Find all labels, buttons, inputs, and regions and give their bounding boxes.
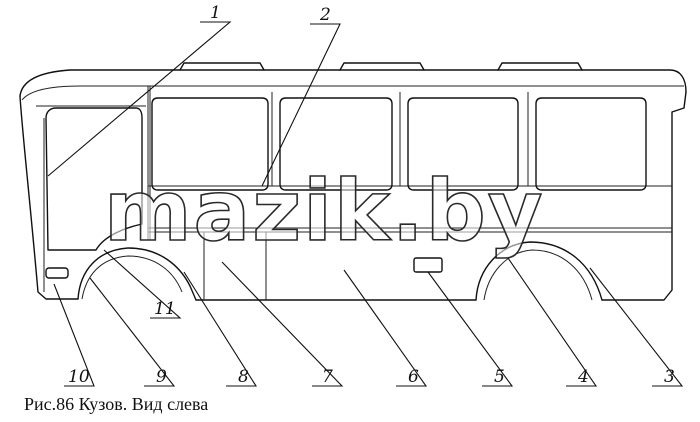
callout-2: 2 [319,5,331,25]
callout-4: 4 [577,367,589,387]
callout-1: 1 [210,3,221,23]
callout-8: 8 [238,367,249,387]
side-windows [151,92,647,191]
callout-6: 6 [408,367,419,387]
figure-caption: Рис.86 Кузов. Вид слева [24,394,209,414]
callout-3: 3 [664,367,675,387]
watermark: mazik.by [104,162,545,260]
roof [19,69,687,101]
callout-9: 9 [156,367,167,387]
front-door [36,105,146,292]
callout-leaders [47,21,684,387]
callout-numbers: 1 2 3 4 5 6 7 8 9 10 11 [68,3,675,387]
hatch-5 [413,257,443,273]
callout-10: 10 [68,367,90,387]
wheel-arches [77,241,603,301]
lamp [45,267,69,279]
callout-7: 7 [322,367,333,387]
callout-5: 5 [494,367,505,387]
roof-hatches [179,62,583,71]
callout-11: 11 [154,299,176,319]
body-outline [19,86,687,301]
